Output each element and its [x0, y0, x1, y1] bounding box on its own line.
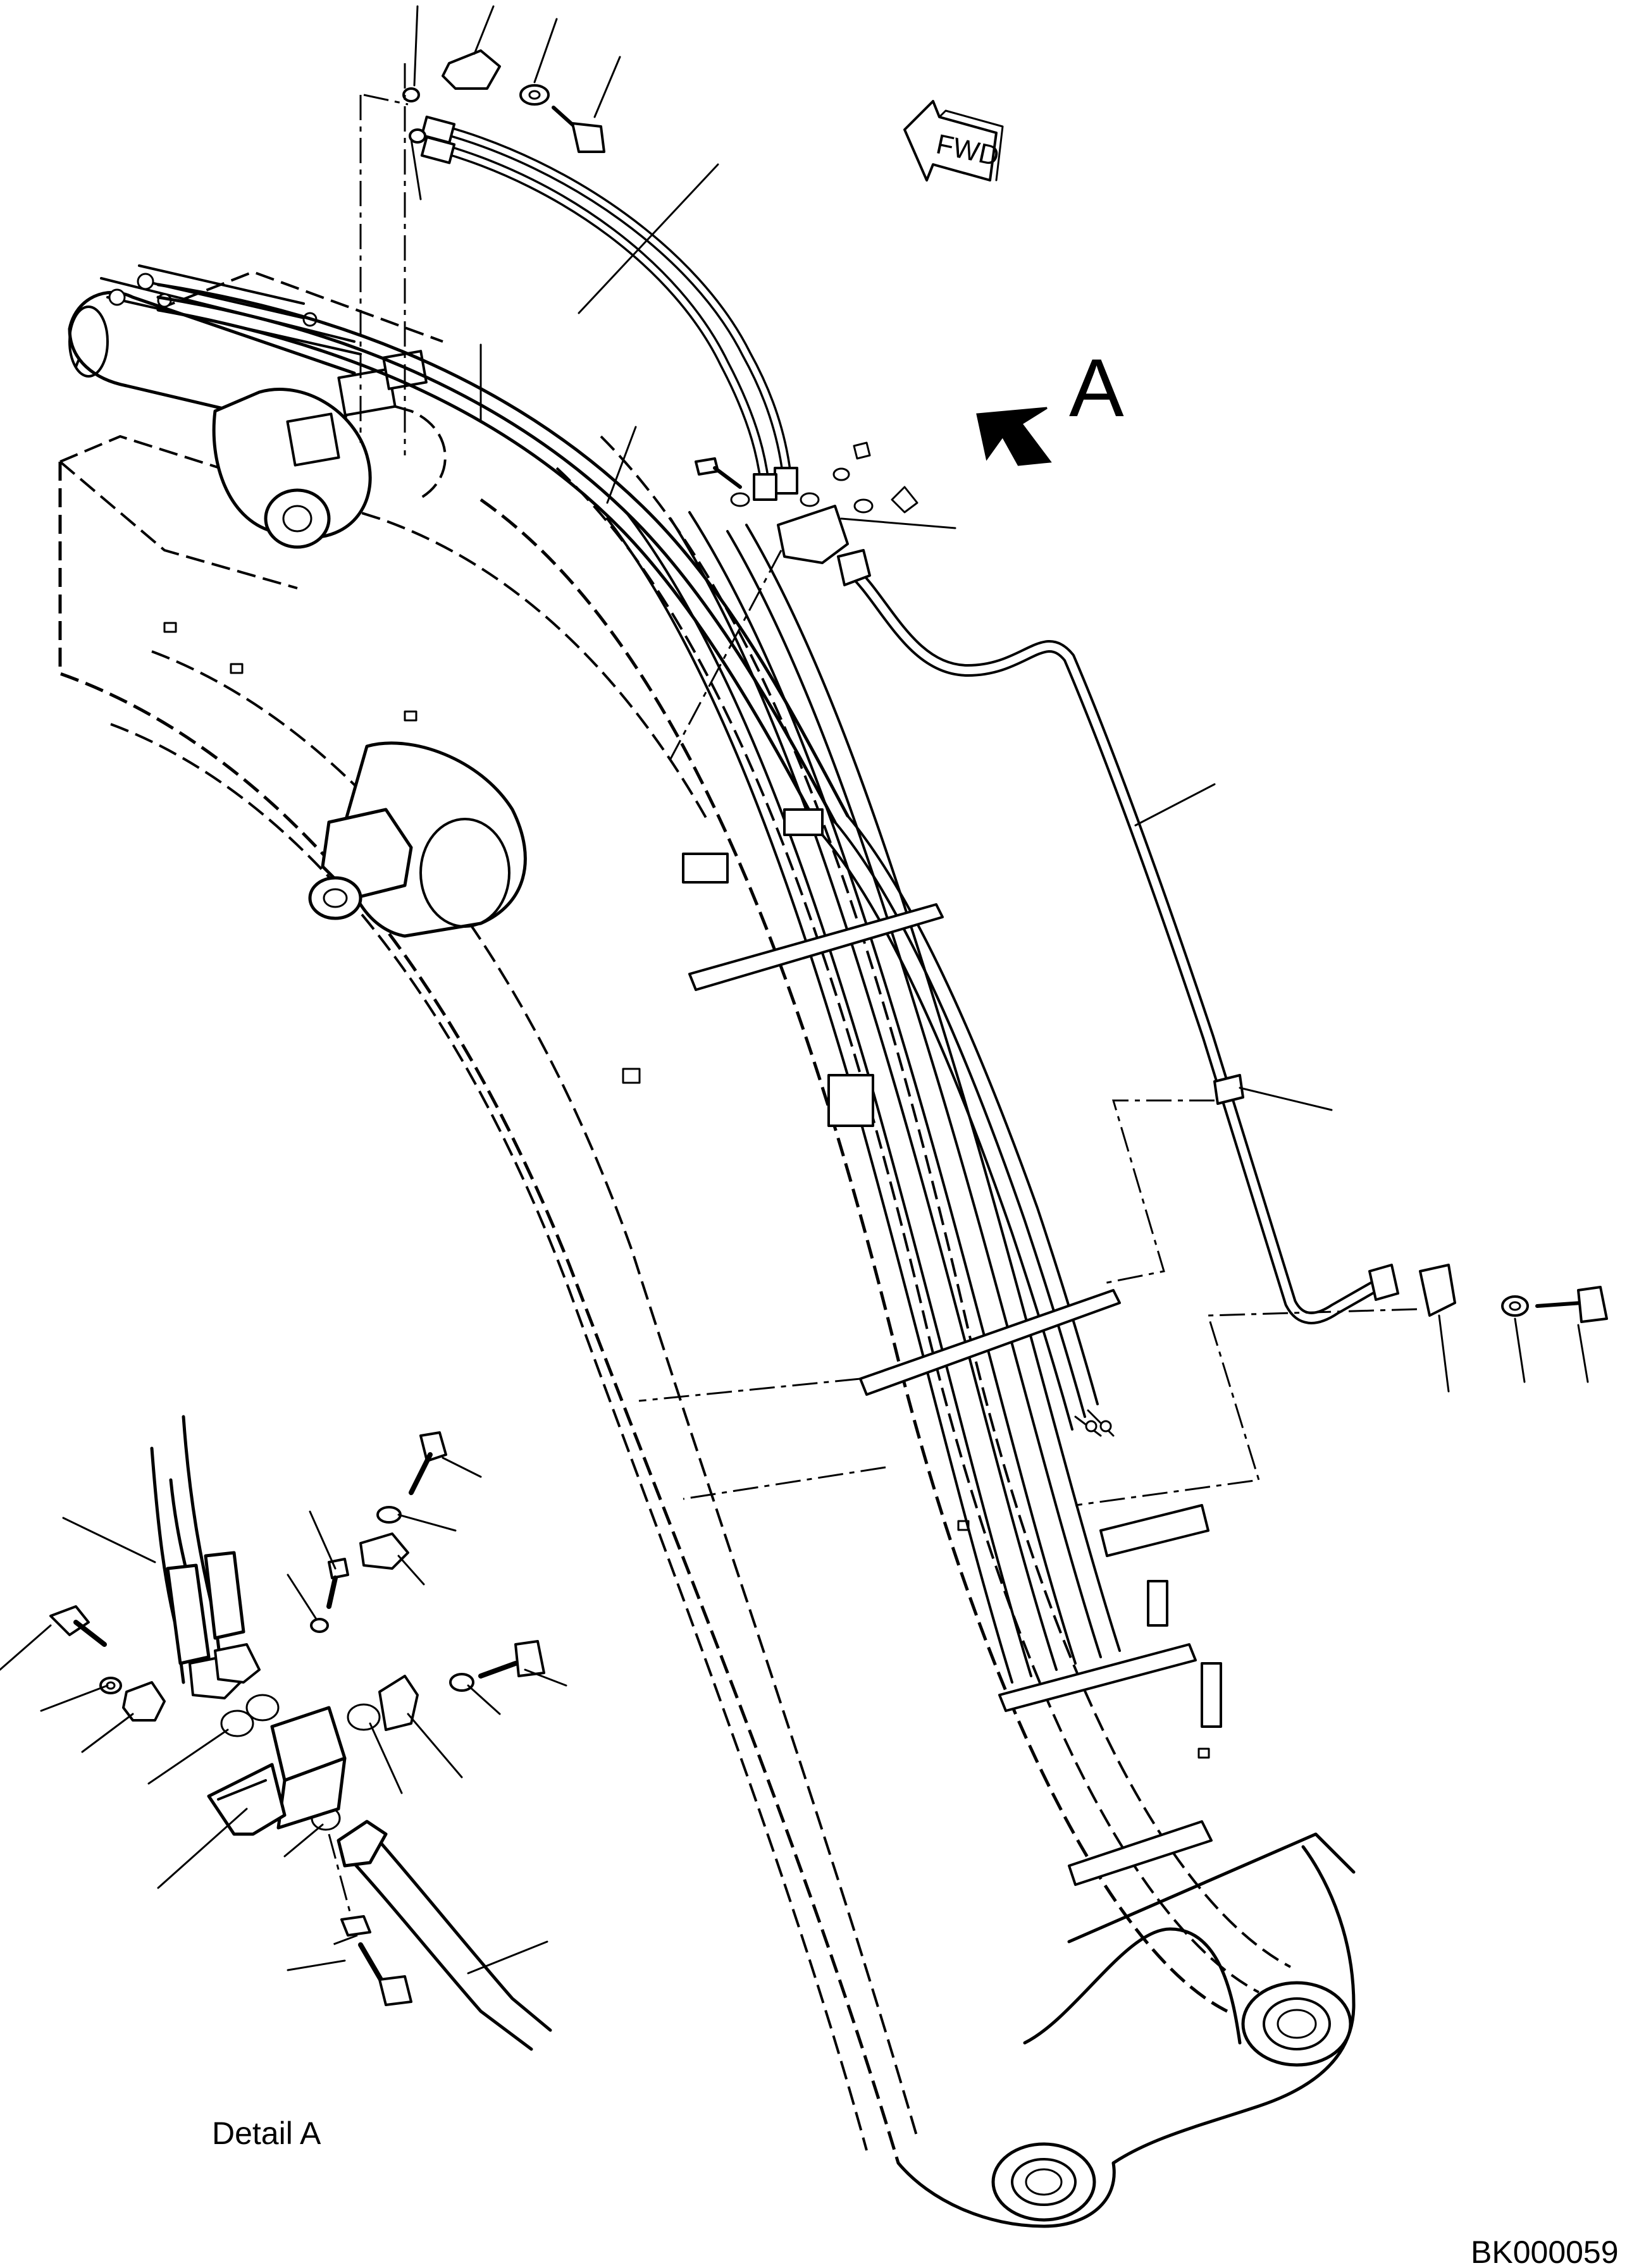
fwd-indicator — [903, 100, 1004, 182]
hydraulic-lines — [156, 283, 1222, 1886]
detail-caption: Detail A — [212, 2116, 321, 2151]
view-arrow-a — [976, 407, 1052, 466]
top-fasteners — [402, 49, 1608, 1323]
centerlines — [359, 63, 1418, 1507]
external-pipe — [837, 549, 1399, 1324]
boom-outline — [58, 270, 1356, 2228]
detail-a — [0, 1415, 567, 2051]
top-hoses — [420, 115, 798, 501]
drawing-code: BK000059 — [1471, 2234, 1619, 2268]
view-marker-letter: A — [1069, 342, 1124, 434]
callout-leaders — [410, 5, 1589, 1393]
cylinder-valve-assembly — [68, 264, 428, 549]
